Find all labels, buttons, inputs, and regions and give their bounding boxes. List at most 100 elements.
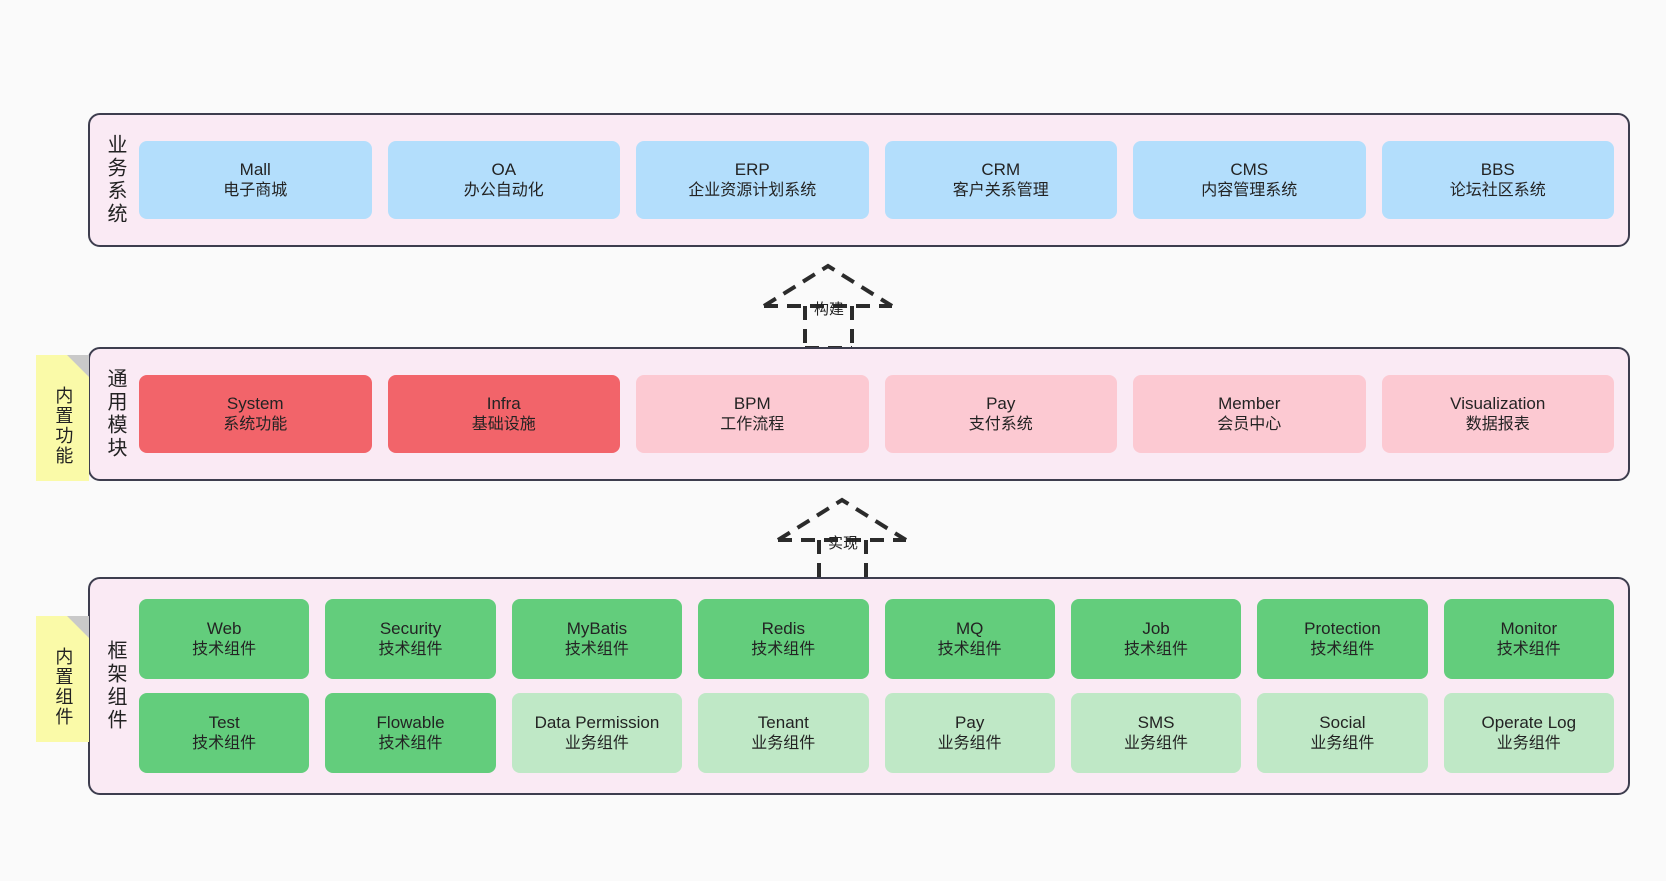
card-web-title: Web xyxy=(206,618,242,638)
card-job-title: Job xyxy=(1142,618,1170,638)
card-security[interactable]: Security 技术组件 xyxy=(325,599,496,679)
card-monitor-subtitle: 技术组件 xyxy=(1496,640,1561,658)
card-sms[interactable]: SMS 业务组件 xyxy=(1070,693,1242,773)
card-security-subtitle: 技术组件 xyxy=(378,640,443,658)
card-visualization[interactable]: Visualization 数据报表 xyxy=(1381,375,1614,453)
card-pay-module-subtitle: 支付系统 xyxy=(968,415,1033,433)
card-crm-title: CRM xyxy=(981,159,1021,179)
card-oa[interactable]: OA 办公自动化 xyxy=(387,141,620,219)
card-redis-title: Redis xyxy=(761,618,806,638)
sticky-fold-icon xyxy=(67,355,89,377)
card-mybatis-title: MyBatis xyxy=(566,618,628,638)
card-data-permission[interactable]: Data Permission 业务组件 xyxy=(511,693,683,773)
card-security-title: Security xyxy=(379,618,442,638)
card-flowable[interactable]: Flowable 技术组件 xyxy=(325,693,496,773)
card-bbs-title: BBS xyxy=(1480,159,1515,179)
framework-biz-row: Test 技术组件 Flowable 技术组件 Data Permission … xyxy=(139,693,1614,773)
card-job-subtitle: 技术组件 xyxy=(1124,640,1189,658)
connector-build: 构建 xyxy=(752,258,912,350)
card-system-subtitle: 系统功能 xyxy=(223,415,288,433)
framework-components-grid: Web 技术组件 Security 技术组件 MyBatis 技术组件 Redi… xyxy=(133,579,1628,793)
card-web[interactable]: Web 技术组件 xyxy=(139,599,310,679)
card-web-subtitle: 技术组件 xyxy=(192,640,257,658)
card-monitor-title: Monitor xyxy=(1500,618,1558,638)
framework-tech-row: Web 技术组件 Security 技术组件 MyBatis 技术组件 Redi… xyxy=(139,599,1614,679)
layer-title-business-systems: 业务系统 xyxy=(104,134,126,226)
card-redis-subtitle: 技术组件 xyxy=(751,640,816,658)
card-pay-module[interactable]: Pay 支付系统 xyxy=(884,375,1117,453)
card-sms-subtitle: 业务组件 xyxy=(1124,734,1189,752)
card-test-title: Test xyxy=(208,712,240,732)
card-mybatis[interactable]: MyBatis 技术组件 xyxy=(511,599,683,679)
card-social-title: Social xyxy=(1319,712,1366,732)
layer-framework-components: 框架组件 Web 技术组件 Security 技术组件 MyBatis 技术组件… xyxy=(88,577,1630,795)
layer-title-framework-components: 框架组件 xyxy=(104,640,126,732)
card-bpm[interactable]: BPM 工作流程 xyxy=(636,375,869,453)
card-mybatis-subtitle: 技术组件 xyxy=(564,640,629,658)
card-operate-log[interactable]: Operate Log 业务组件 xyxy=(1443,693,1614,773)
card-bbs-subtitle: 论坛社区系统 xyxy=(1449,181,1546,199)
card-mall[interactable]: Mall 电子商城 xyxy=(139,141,372,219)
layer-business-systems: 业务系统 Mall 电子商城 OA 办公自动化 ERP 企业资源计划系统 CRM… xyxy=(88,113,1630,247)
card-crm-subtitle: 客户关系管理 xyxy=(952,181,1049,199)
sticky-note-builtin-components: 内置组件 xyxy=(36,616,89,742)
card-oa-title: OA xyxy=(491,159,517,179)
card-flowable-subtitle: 技术组件 xyxy=(378,734,443,752)
card-mq-subtitle: 技术组件 xyxy=(937,640,1002,658)
card-mq[interactable]: MQ 技术组件 xyxy=(884,599,1055,679)
common-modules-card-list: System 系统功能 Infra 基础设施 BPM 工作流程 Pay 支付系统… xyxy=(133,349,1628,479)
card-member-title: Member xyxy=(1218,393,1281,413)
card-social[interactable]: Social 业务组件 xyxy=(1257,693,1428,773)
card-social-subtitle: 业务组件 xyxy=(1310,734,1375,752)
card-operate-log-subtitle: 业务组件 xyxy=(1496,734,1561,752)
sticky-note-builtin-features: 内置功能 xyxy=(36,355,89,481)
card-crm[interactable]: CRM 客户关系管理 xyxy=(884,141,1117,219)
sticky-note-builtin-components-text: 内置组件 xyxy=(53,647,74,727)
card-protection-title: Protection xyxy=(1304,618,1381,638)
card-mq-title: MQ xyxy=(955,618,984,638)
card-bpm-subtitle: 工作流程 xyxy=(720,415,785,433)
card-test[interactable]: Test 技术组件 xyxy=(139,693,310,773)
card-protection[interactable]: Protection 技术组件 xyxy=(1257,599,1428,679)
card-cms[interactable]: CMS 内容管理系统 xyxy=(1133,141,1366,219)
card-tenant-subtitle: 业务组件 xyxy=(751,734,816,752)
card-member-subtitle: 会员中心 xyxy=(1217,415,1282,433)
card-erp-title: ERP xyxy=(734,159,770,179)
card-data-permission-subtitle: 业务组件 xyxy=(564,734,629,752)
card-erp[interactable]: ERP 企业资源计划系统 xyxy=(636,141,869,219)
card-visualization-subtitle: 数据报表 xyxy=(1465,415,1530,433)
card-infra-title: Infra xyxy=(486,393,521,413)
layer-title-common-modules: 通用模块 xyxy=(104,368,126,460)
card-system-title: System xyxy=(226,393,284,413)
card-bpm-title: BPM xyxy=(733,393,771,413)
card-pay-component-title: Pay xyxy=(955,712,985,732)
card-pay-module-title: Pay xyxy=(986,393,1016,413)
connector-implement-label: 实现 xyxy=(828,535,859,552)
card-erp-subtitle: 企业资源计划系统 xyxy=(688,181,817,199)
layer-common-modules: 通用模块 System 系统功能 Infra 基础设施 BPM 工作流程 Pay… xyxy=(88,347,1630,481)
card-monitor[interactable]: Monitor 技术组件 xyxy=(1443,599,1614,679)
card-pay-component[interactable]: Pay 业务组件 xyxy=(884,693,1055,773)
card-oa-subtitle: 办公自动化 xyxy=(463,181,544,199)
sticky-note-builtin-features-text: 内置功能 xyxy=(53,386,74,466)
card-bbs[interactable]: BBS 论坛社区系统 xyxy=(1381,141,1614,219)
card-member[interactable]: Member 会员中心 xyxy=(1133,375,1366,453)
sticky-fold-icon xyxy=(67,616,89,638)
card-infra[interactable]: Infra 基础设施 xyxy=(387,375,620,453)
card-sms-title: SMS xyxy=(1137,712,1175,732)
card-mall-title: Mall xyxy=(239,159,271,179)
card-system[interactable]: System 系统功能 xyxy=(139,375,372,453)
card-pay-component-subtitle: 业务组件 xyxy=(937,734,1002,752)
card-redis[interactable]: Redis 技术组件 xyxy=(698,599,869,679)
card-mall-subtitle: 电子商城 xyxy=(223,181,288,199)
card-flowable-title: Flowable xyxy=(376,712,445,732)
card-job[interactable]: Job 技术组件 xyxy=(1070,599,1242,679)
card-tenant-title: Tenant xyxy=(757,712,809,732)
connector-build-label: 构建 xyxy=(814,301,845,318)
card-test-subtitle: 技术组件 xyxy=(192,734,257,752)
card-tenant[interactable]: Tenant 业务组件 xyxy=(698,693,869,773)
card-cms-title: CMS xyxy=(1230,159,1269,179)
card-data-permission-title: Data Permission xyxy=(534,712,660,732)
card-operate-log-title: Operate Log xyxy=(1481,712,1577,732)
